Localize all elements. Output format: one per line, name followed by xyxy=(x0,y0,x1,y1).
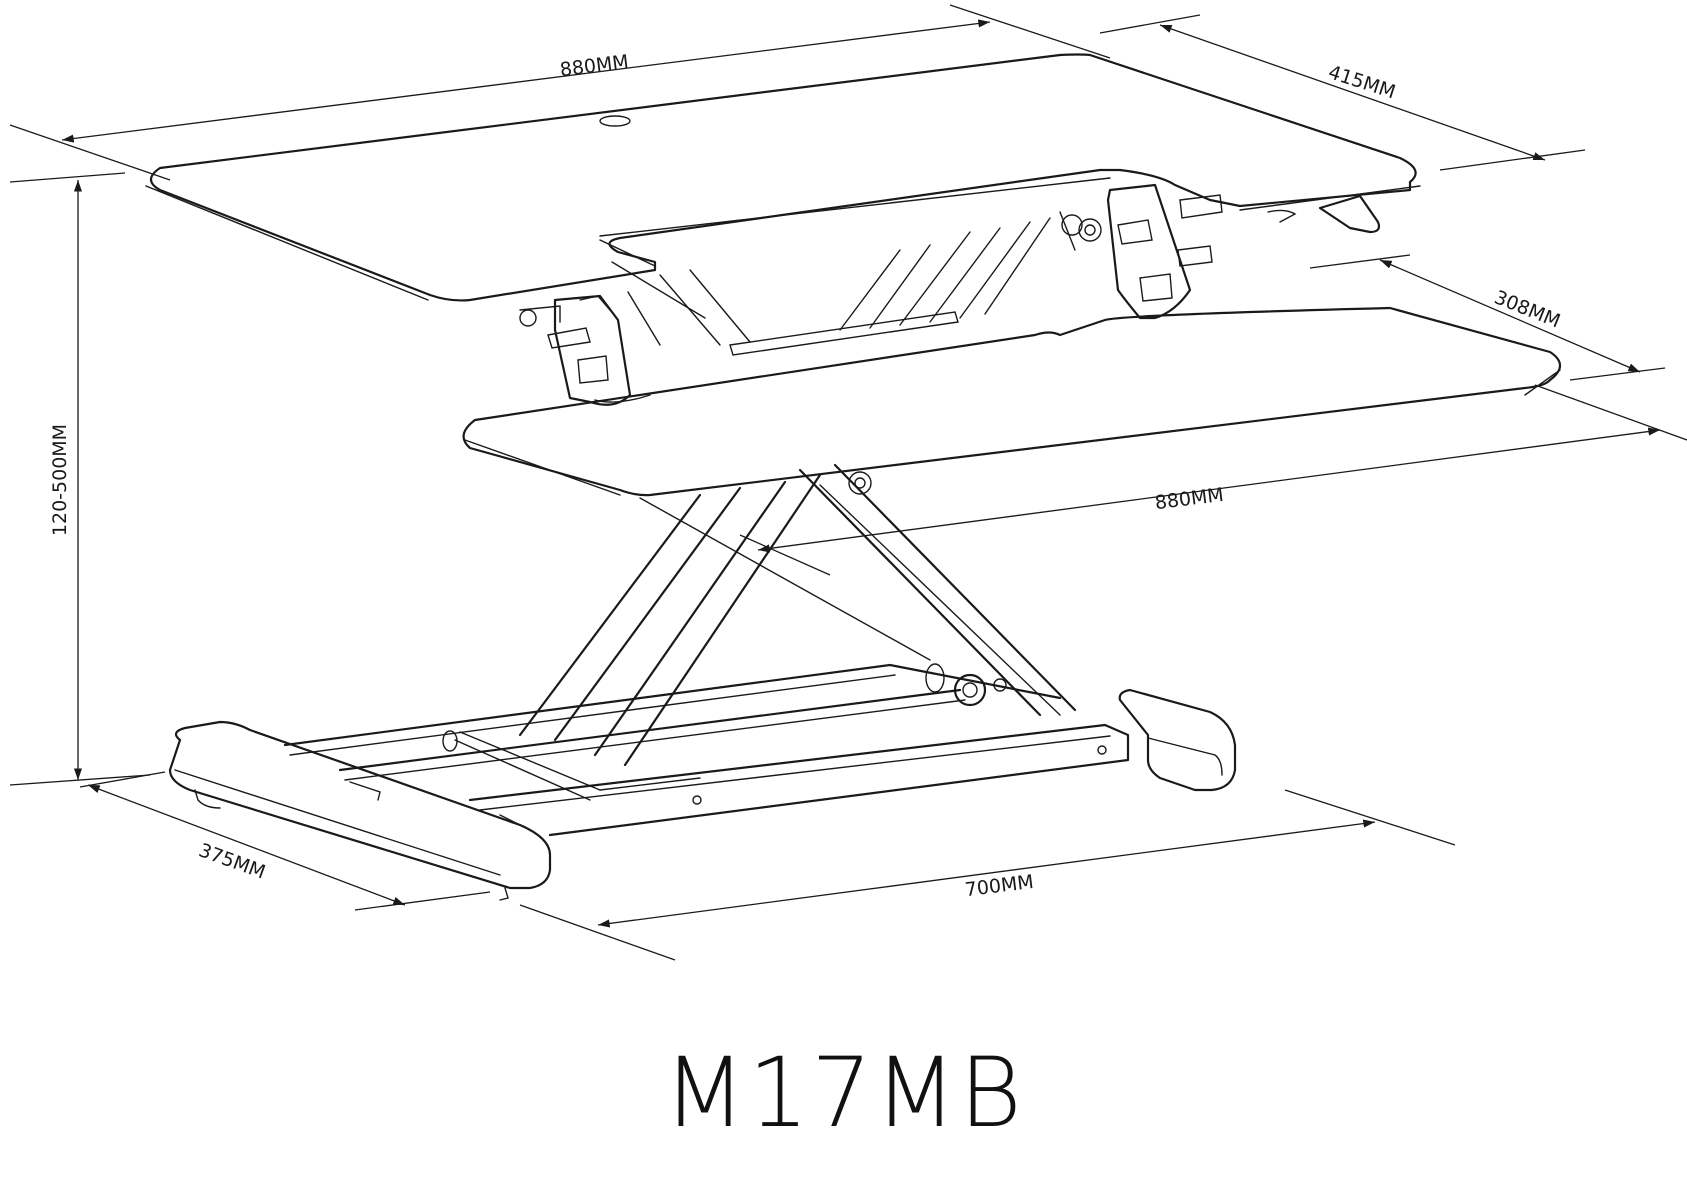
lower-scissor-arms xyxy=(442,463,1077,801)
label-height: 120-500MM xyxy=(49,424,71,536)
right-lever xyxy=(1267,194,1381,234)
upper-scissor-frame xyxy=(611,217,1051,356)
right-release-bracket xyxy=(1059,183,1223,320)
label-top-depth: 415MM xyxy=(1326,61,1398,103)
dimension-top-width: 880MM xyxy=(9,4,1111,181)
label-keyboard-width: 880MM xyxy=(1154,484,1225,514)
dimension-keyboard-width: 880MM xyxy=(739,384,1687,576)
upper-desktop xyxy=(145,53,1421,302)
dimension-height: 120-500MM xyxy=(9,172,151,786)
keyboard-tray xyxy=(462,306,1562,497)
label-top-width: 880MM xyxy=(559,51,630,81)
dimension-base-width: 700MM xyxy=(519,789,1456,961)
dimension-top-depth: 415MM xyxy=(1099,14,1586,171)
label-keyboard-depth: 308MM xyxy=(1491,286,1563,332)
model-title: M17MB xyxy=(663,1037,1024,1149)
label-base-depth: 375MM xyxy=(196,839,268,883)
left-release-bracket xyxy=(519,294,632,406)
base-frame xyxy=(168,663,1237,901)
dimension-keyboard-depth: 308MM xyxy=(1309,254,1666,381)
